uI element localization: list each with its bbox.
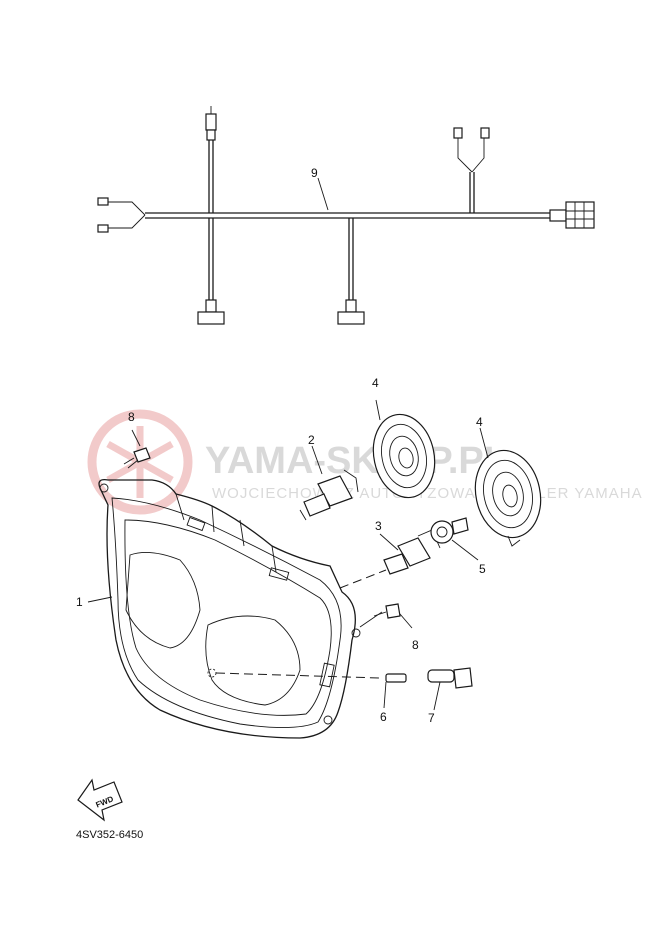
- callout-9: 9: [311, 166, 318, 180]
- callout-3: 3: [375, 519, 382, 533]
- screw-8-right: [373, 603, 413, 629]
- watermark: YAMA-SKLEP.PL WOJCIECHOWICZ AUTORYZOWANY…: [87, 409, 642, 515]
- socket-5: [430, 517, 479, 561]
- screw-8-top: [123, 429, 151, 469]
- socket-7: [427, 667, 473, 711]
- headlight-assembly: [98, 479, 361, 739]
- cover-4-upper: [372, 399, 436, 499]
- yamaha-logo-watermark: [87, 409, 193, 515]
- callout-5: 5: [479, 562, 486, 576]
- cover-4-lower: [474, 427, 542, 547]
- callout-2: 2: [308, 433, 315, 447]
- callout-7: 7: [428, 711, 435, 725]
- diagram-code: 4SV352-6450: [76, 829, 143, 841]
- wire-harness: [97, 106, 595, 325]
- callout-8-right: 8: [412, 638, 419, 652]
- bulb-3: [379, 529, 441, 575]
- bulb-2: [299, 445, 359, 521]
- watermark-title: YAMA-SKLEP.PL: [205, 440, 507, 482]
- callout-1: 1: [76, 595, 83, 609]
- bulb-6: [383, 673, 407, 709]
- fwd-arrow-icon: FWD: [77, 778, 123, 822]
- callout-8-top: 8: [128, 410, 135, 424]
- callout-4-upper: 4: [372, 376, 379, 390]
- callout-4-lower: 4: [476, 415, 483, 429]
- callout-6: 6: [380, 710, 387, 724]
